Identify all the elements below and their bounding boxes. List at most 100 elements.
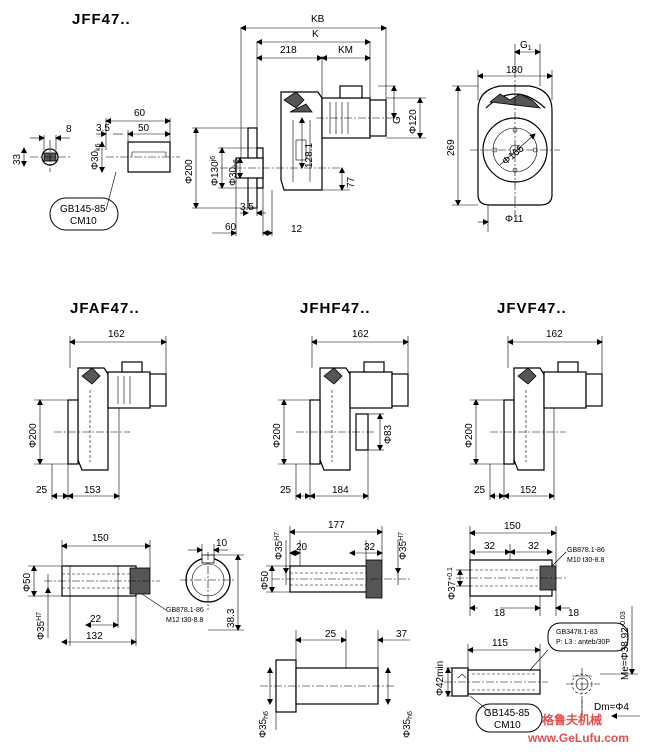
dim-269: 269: [446, 139, 457, 156]
dim-32-v-b: 32: [528, 541, 540, 552]
dim-50: 50: [138, 123, 150, 134]
dim-phi35-h6-right: Φ35h6: [402, 711, 414, 738]
std-line2: CM10: [70, 216, 97, 227]
dim-162-a: 162: [108, 329, 125, 340]
title-jfvf: JFVF47..: [497, 300, 567, 317]
dim-20: 20: [296, 542, 308, 553]
dim-60-b: 60: [225, 222, 237, 233]
dim-10: 10: [216, 538, 228, 549]
title-jfhf: JFHF47..: [300, 300, 371, 317]
dim-25-h: 25: [280, 485, 292, 496]
dim-25-a: 25: [36, 485, 48, 496]
dim-phi35-h6-left: Φ35h6: [258, 711, 270, 738]
jfhf-motor: [349, 371, 393, 409]
watermark-url: www.GeLufu.com: [527, 731, 629, 745]
jfaf-gear-housing: [77, 367, 109, 471]
dim-184: 184: [332, 485, 349, 496]
dim-177: 177: [328, 520, 345, 531]
dim-132: 132: [86, 631, 103, 642]
dim-162-h: 162: [352, 329, 369, 340]
dim-phi35-h7-left: Φ35H7: [274, 532, 285, 560]
dim-37-h: 37: [396, 629, 408, 640]
dim-phi83: Φ83: [383, 424, 394, 444]
dim-180: 180: [506, 65, 523, 76]
note-a-line1: GB878.1-86: [166, 607, 204, 614]
dim-18-a: 18: [494, 608, 506, 619]
dim-phi11: Φ11: [505, 214, 524, 225]
shaft-detail: 8 33 60 50 3.5 Φ30k6 GB145-85 CM10: [12, 108, 180, 231]
title-jff: JFF47..: [72, 11, 131, 28]
note-v-gb145: [475, 703, 543, 733]
dim-phi30-h6: Φ30h6: [228, 159, 240, 186]
jfvf-gear-housing: [513, 367, 545, 471]
dim-3-5-b: 3.5: [240, 202, 254, 213]
dim-18-b: 18: [568, 608, 580, 619]
dim-22: 22: [90, 614, 102, 625]
dim-25-v: 25: [474, 485, 486, 496]
note-v2-line1: GB3478.1-83: [556, 629, 598, 636]
note-v1-line1: GB878.1-86: [567, 547, 605, 554]
dim-phi50-h: Φ50: [260, 570, 271, 590]
dim-phi200-a: Φ200: [28, 423, 39, 448]
dim-150-v: 150: [504, 521, 521, 532]
dim-38-3: 38.3: [226, 608, 237, 628]
dim-12: 12: [291, 224, 303, 235]
title-jfaf: JFAF47..: [70, 300, 140, 317]
dim-phi30-k6: Φ30k6: [90, 143, 102, 170]
dim-k: K: [312, 29, 319, 40]
terminal-box: [339, 85, 363, 99]
dim-km: KM: [338, 45, 353, 56]
jfhf-gear-housing: [319, 367, 351, 471]
std-line1: GB145-85: [60, 204, 106, 215]
jfvf-motor: [543, 371, 587, 409]
hollow-shaft-a: 150 Φ50 Φ35H7 22 132 GB878.1-86 M12 t30-…: [22, 533, 244, 646]
dim-phi200-v: Φ200: [464, 423, 475, 448]
note-v1-line2: M10 t30-8.8: [567, 557, 604, 564]
dim-g1: G1: [520, 40, 532, 52]
dim-phi35-h7-right: Φ35H7: [398, 532, 409, 560]
dim-me: Me=Φ38.92-0.03: [620, 611, 631, 680]
dim-150-a: 150: [92, 533, 109, 544]
std-v-line2: CM10: [494, 720, 521, 731]
dim-phi130-j6: Φ130j6: [210, 156, 221, 186]
dim-33: 33: [12, 153, 23, 165]
jfvf-view: 162 Φ200 25 152: [464, 329, 603, 500]
dim-25-h2: 25: [325, 629, 337, 640]
dim-g: G: [392, 116, 403, 124]
dim-8: 8: [66, 124, 72, 135]
dim-kb: KB: [311, 14, 325, 25]
dim-phi37: Φ37+0.1: [447, 567, 458, 600]
note-v2-line2: P: L3 : anteb/30P: [556, 639, 610, 646]
dim-phi35-h7-a: Φ35H7: [36, 612, 47, 640]
standard-note-gb145: [49, 197, 119, 231]
dim-77: 77: [346, 176, 357, 188]
note-a-line2: M12 t30-8.8: [166, 617, 203, 624]
dim-152: 152: [520, 485, 537, 496]
watermark-cn: 格鲁夫机械: [542, 712, 602, 727]
dim-218: 218: [280, 45, 297, 56]
dim-phi200: Φ200: [184, 159, 195, 184]
dim-phi200-h: Φ200: [272, 423, 283, 448]
dim-162-v: 162: [546, 329, 563, 340]
dim-3-5: 3.5: [96, 123, 110, 134]
std-v-line1: GB145-85: [484, 708, 530, 719]
jff-end-view: Φ165 180 G1 269 Φ11: [446, 40, 560, 232]
jff-side-view: KB K 218 KM G Φ120 128.1 77 Φ200: [184, 14, 426, 236]
dim-phi42min: Φ42min: [435, 661, 446, 696]
hollow-shaft-h: 177 20 32 Φ50 Φ35H7 Φ35H7 25 37: [258, 520, 414, 738]
dim-60: 60: [134, 108, 146, 119]
jfhf-view: 162 Φ200 Φ83 25 184: [272, 329, 409, 500]
note-v2-frame: [547, 622, 629, 652]
jfaf-motor: [107, 371, 151, 409]
dim-32-h: 32: [364, 542, 376, 553]
hollow-shaft-v-body: [469, 559, 553, 597]
dim-32-v-a: 32: [484, 541, 496, 552]
dim-phi50-a: Φ50: [22, 572, 33, 592]
jfaf-view: 162 Φ200 25 153: [28, 329, 167, 500]
dim-115: 115: [492, 638, 508, 649]
dim-phi120: Φ120: [408, 109, 419, 134]
hollow-shaft-v: 150 32 32 Φ37+0.1 18 18 GB878.1-86 M10 t…: [435, 521, 640, 733]
dim-dm: Dm=Φ4: [594, 702, 629, 713]
